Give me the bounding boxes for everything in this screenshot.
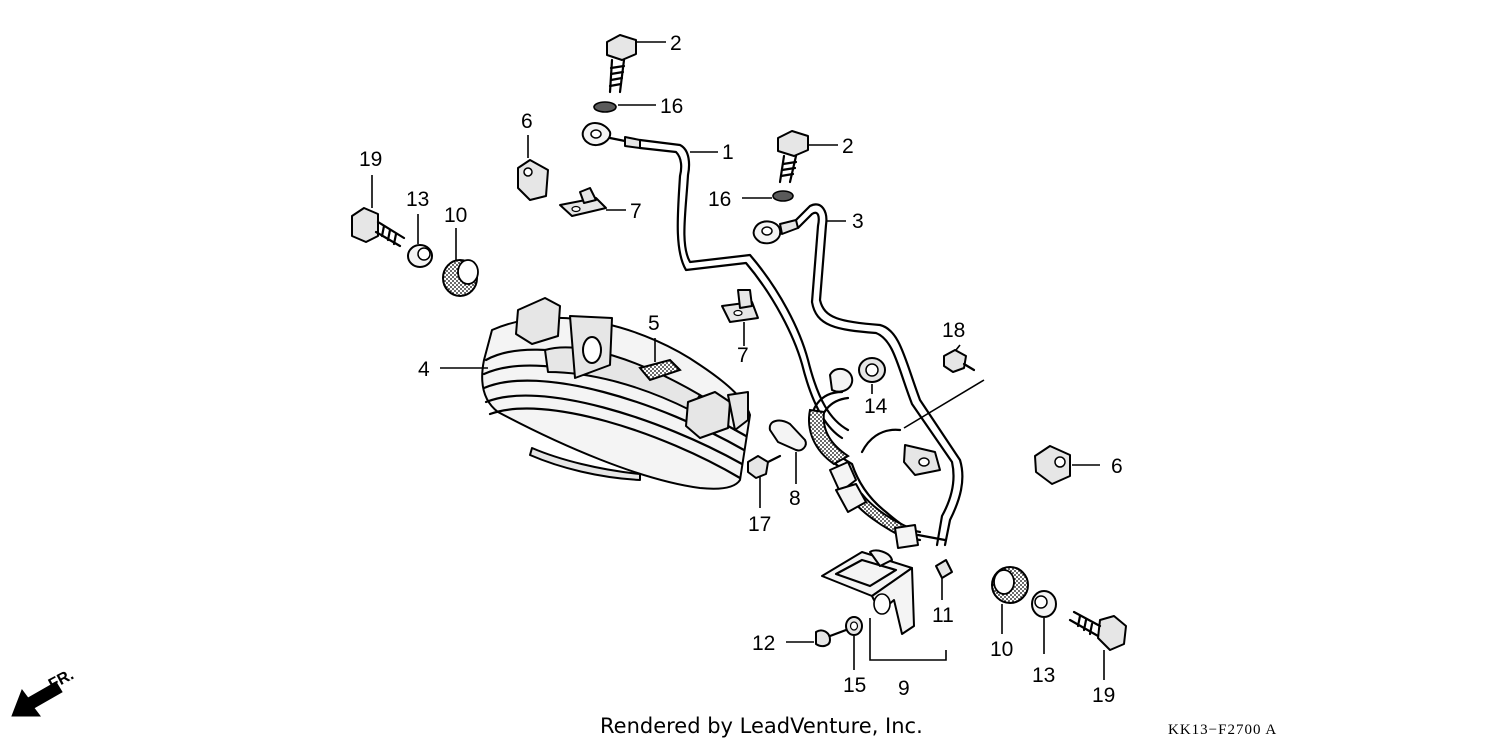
callout-16-top: 16 bbox=[660, 95, 683, 118]
clip-part-6-right[interactable] bbox=[1034, 445, 1071, 485]
sealing-washer-part-16-right[interactable] bbox=[772, 190, 794, 202]
callout-7-mid: 7 bbox=[737, 344, 749, 367]
callout-4: 4 bbox=[418, 358, 430, 381]
oil-cooler-part-4[interactable] bbox=[481, 297, 751, 490]
callout-6-top: 6 bbox=[521, 110, 533, 133]
callout-19-right: 19 bbox=[1092, 684, 1115, 707]
callout-16-right: 16 bbox=[708, 188, 731, 211]
callout-17: 17 bbox=[748, 513, 771, 536]
grommet-part-14[interactable] bbox=[858, 357, 886, 383]
bracket-part-7-mid[interactable] bbox=[721, 289, 759, 323]
callout-3: 3 bbox=[852, 210, 864, 233]
callout-19-left: 19 bbox=[359, 148, 382, 171]
sealing-washer-part-16-top[interactable] bbox=[593, 101, 617, 113]
callout-9: 9 bbox=[898, 677, 910, 700]
hose-bracket-part-9[interactable] bbox=[821, 549, 915, 635]
callout-10-right: 10 bbox=[990, 638, 1013, 661]
callout-11: 11 bbox=[932, 604, 954, 627]
clamp-part-8[interactable] bbox=[768, 419, 807, 452]
callout-13-right: 13 bbox=[1032, 664, 1055, 687]
bolt-part-17[interactable] bbox=[747, 454, 782, 479]
callout-7-top: 7 bbox=[630, 200, 642, 223]
banjo-bolt-part-2-right[interactable] bbox=[777, 130, 809, 184]
front-arrow-icon bbox=[11, 681, 63, 717]
callout-6-right: 6 bbox=[1111, 455, 1123, 478]
bolt-part-18[interactable] bbox=[943, 349, 976, 373]
callout-8: 8 bbox=[789, 487, 801, 510]
callout-15: 15 bbox=[843, 674, 866, 697]
bolt-part-19-right[interactable] bbox=[1068, 610, 1127, 651]
oil-hose-assembly[interactable] bbox=[808, 367, 947, 549]
diagram-code: KK13−F2700 A bbox=[1168, 722, 1278, 738]
collar-part-13-right[interactable] bbox=[1031, 590, 1057, 618]
washer-part-15[interactable] bbox=[845, 616, 863, 636]
callout-13-left: 13 bbox=[406, 188, 429, 211]
oil-pipe-part-3[interactable] bbox=[752, 203, 964, 547]
bracket-part-7-top[interactable] bbox=[559, 187, 607, 217]
callout-18: 18 bbox=[942, 319, 965, 342]
callout-2-right: 2 bbox=[842, 135, 854, 158]
callout-1: 1 bbox=[722, 141, 734, 164]
collar-part-13-left[interactable] bbox=[407, 244, 433, 268]
clip-part-6-top[interactable] bbox=[517, 159, 549, 201]
callout-5: 5 bbox=[648, 312, 660, 335]
oil-pipe-part-1[interactable] bbox=[581, 122, 850, 440]
callout-12: 12 bbox=[752, 632, 775, 655]
screw-part-12[interactable] bbox=[815, 628, 848, 648]
banjo-bolt-part-2-top[interactable] bbox=[606, 34, 637, 94]
rubber-mount-part-10-right[interactable] bbox=[991, 566, 1029, 604]
clip-part-11[interactable] bbox=[935, 559, 953, 579]
callout-14: 14 bbox=[864, 395, 888, 418]
callout-labels: 1 2 2 3 4 5 6 6 7 7 8 9 10 10 11 12 13 1… bbox=[359, 32, 1123, 707]
leader-lines bbox=[371, 41, 1105, 680]
callout-10-left: 10 bbox=[444, 204, 467, 227]
footer-credit: Rendered by LeadVenture, Inc. bbox=[600, 714, 923, 738]
front-direction-indicator: FR. bbox=[11, 666, 77, 717]
callout-2-top: 2 bbox=[670, 32, 682, 55]
rubber-mount-part-10-left[interactable] bbox=[442, 259, 479, 297]
grommet-part-5[interactable] bbox=[638, 358, 682, 382]
bolt-part-19-left[interactable] bbox=[351, 207, 406, 248]
